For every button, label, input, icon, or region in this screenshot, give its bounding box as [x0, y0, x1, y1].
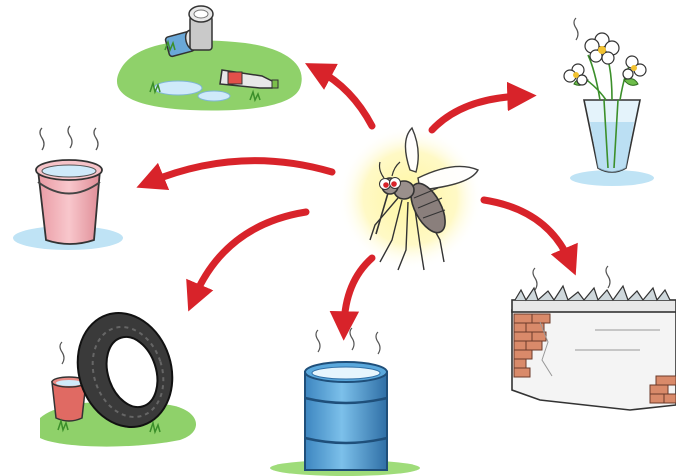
arrow-to-cans: [305, 63, 376, 130]
mosquito-icon: [338, 126, 482, 271]
arrows: [136, 63, 578, 341]
old-tire-icon: [40, 312, 197, 447]
discarded-cans-icon: [116, 5, 302, 111]
arrow-to-tire: [186, 208, 310, 312]
flower-vase-icon: [563, 17, 654, 186]
arrow-to-barrel: [329, 254, 376, 341]
arrow-to-bucket: [136, 157, 336, 191]
arrow-to-wall: [480, 196, 578, 276]
water-barrel-icon: [270, 327, 420, 476]
water-bucket-icon: [13, 125, 123, 250]
arrow-to-vase: [428, 81, 537, 134]
wall-broken-glass-icon: [511, 265, 676, 411]
